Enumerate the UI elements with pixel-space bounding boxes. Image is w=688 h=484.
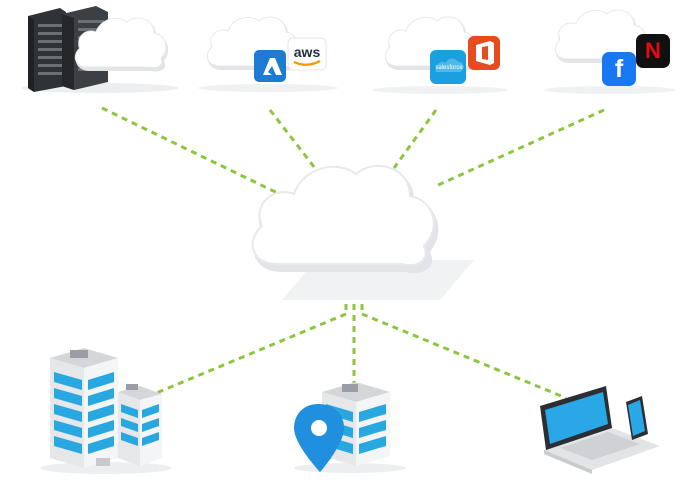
office-buildings-icon [50, 348, 162, 468]
branch-building-location-icon [294, 382, 390, 472]
central-cloud-node [251, 164, 474, 300]
headquarters-node [40, 348, 172, 474]
cloud-icon [206, 16, 301, 72]
connector-headquarters-diag [153, 312, 347, 396]
aws-icon [287, 37, 327, 71]
consumer-node [544, 9, 676, 94]
salesforce-icon [430, 50, 466, 84]
iaas-node [198, 16, 338, 92]
aws-logo-text: aws [293, 44, 321, 60]
salesforce-logo-text: salesforce [435, 65, 463, 71]
netflix-icon [636, 34, 670, 68]
facebook-icon [602, 52, 636, 86]
private-datacenter-node [22, 6, 178, 93]
cloud-icon [251, 164, 440, 275]
facebook-logo-text: f [614, 54, 624, 83]
laptop-phone-icon [540, 386, 660, 474]
branch-node [294, 382, 406, 473]
office-icon [468, 36, 500, 70]
saas-node [372, 16, 508, 94]
remote-user-node [540, 386, 660, 474]
azure-icon [254, 50, 286, 82]
connector-remote [361, 312, 567, 400]
connector-iaas [268, 109, 320, 173]
connector-datacenter [101, 106, 293, 202]
connector-consumer [435, 108, 605, 188]
connector-saas [392, 109, 438, 169]
location-pin-icon [294, 404, 344, 472]
netflix-logo-text: N [645, 38, 661, 63]
